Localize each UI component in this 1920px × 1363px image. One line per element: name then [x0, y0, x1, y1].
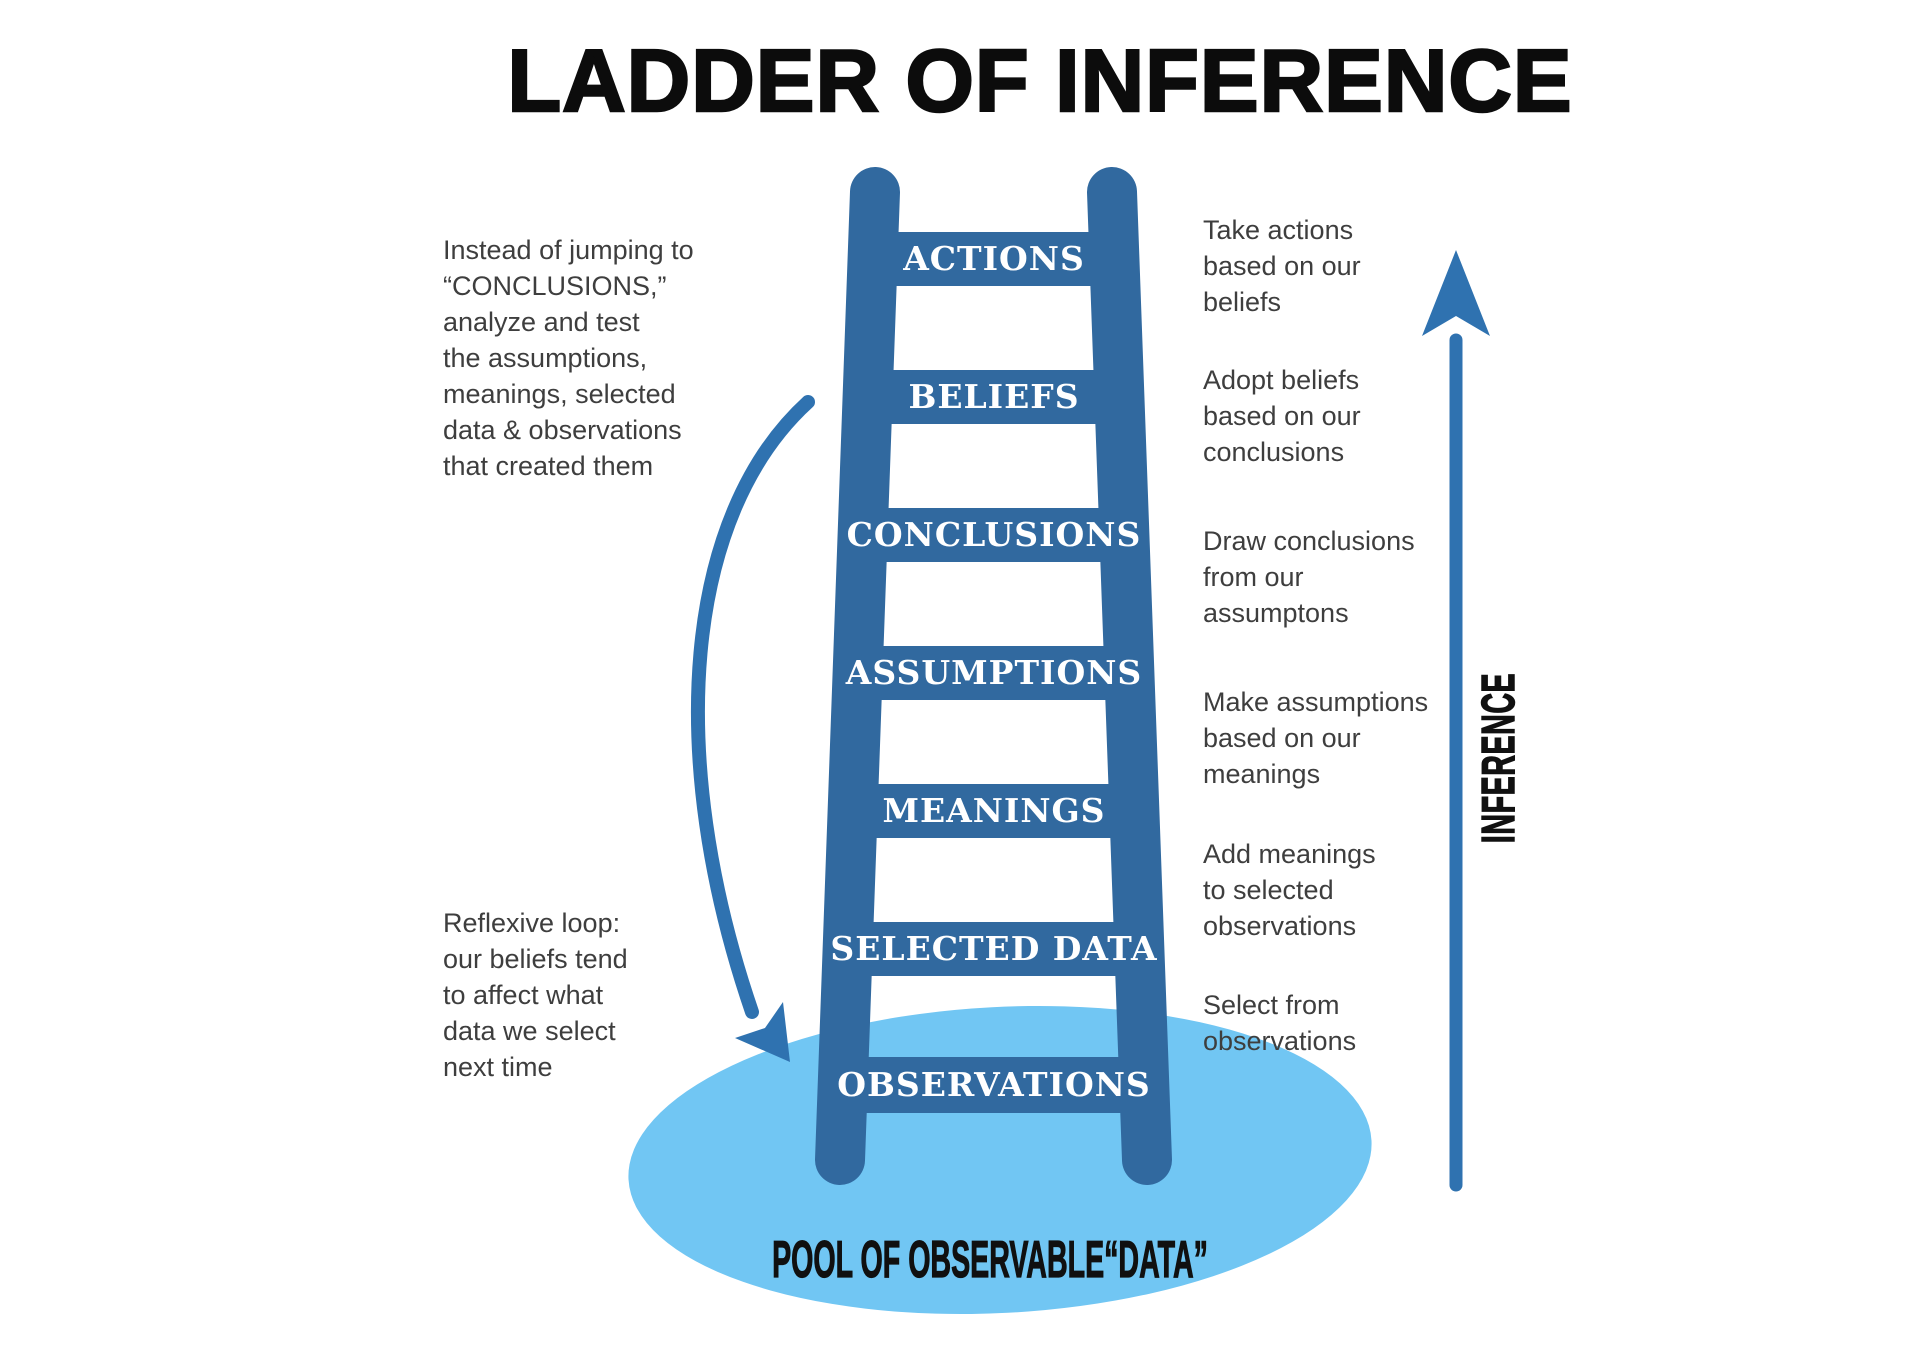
note-conclusions: Draw conclusions from our assumptons	[1203, 526, 1415, 628]
rung-label: SELECTED DATA	[830, 929, 1157, 968]
annotation-jump-to-conclusions: Instead of jumping to “CONCLUSIONS,” ana…	[443, 235, 694, 481]
inference-arrow	[1422, 250, 1490, 1192]
rung-label: ACTIONS	[902, 239, 1085, 278]
rung-label: ASSUMPTIONS	[845, 653, 1142, 692]
rung-label: BELIEFS	[908, 377, 1079, 416]
ladder-rung-labels: ACTIONS BELIEFS CONCLUSIONS ASSUMPTIONS …	[830, 239, 1157, 1104]
note-actions: Take actions based on our beliefs	[1203, 215, 1361, 317]
note-meanings: Add meanings to selected observations	[1203, 839, 1376, 941]
annotation-reflexive-loop: Reflexive loop: our beliefs tend to affe…	[443, 908, 628, 1082]
page-title: LADDER OF INFERENCE	[506, 30, 1573, 132]
pool-label: POOL OF OBSERVABLE“DATA”	[772, 1230, 1208, 1288]
pool-shape	[628, 1005, 1372, 1315]
pool-of-data: POOL OF OBSERVABLE“DATA”	[628, 1005, 1372, 1315]
note-beliefs: Adopt beliefs based on our conclusions	[1203, 365, 1361, 467]
note-assumptions: Make assumptions based on our meanings	[1203, 687, 1429, 789]
rung-label: OBSERVATIONS	[837, 1065, 1150, 1104]
rung-label: CONCLUSIONS	[847, 515, 1142, 554]
rung-label: MEANINGS	[882, 791, 1105, 830]
inference-axis-label: INFERENCE	[1471, 672, 1524, 844]
reflexive-arrowhead-icon	[735, 1002, 790, 1062]
note-select: Select from observations	[1203, 990, 1357, 1056]
reflexive-loop-arrow	[690, 395, 815, 1062]
ladder	[815, 167, 1172, 1185]
inference-arrowhead-icon	[1422, 250, 1490, 336]
